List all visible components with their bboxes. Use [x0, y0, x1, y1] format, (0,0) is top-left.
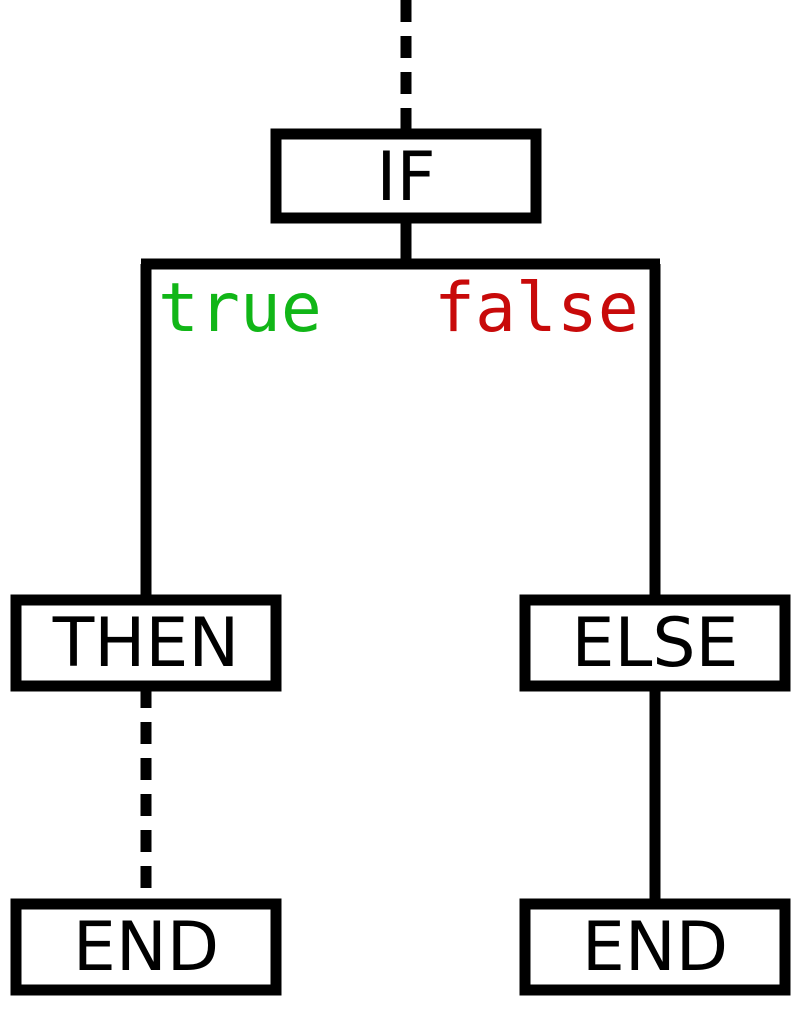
- then-end-node-box: [10, 898, 282, 996]
- else-node-label: ELSE: [572, 604, 739, 683]
- if-node-label: IF: [376, 138, 435, 217]
- else-end-node-box: [519, 898, 791, 996]
- else-node-box: [519, 594, 791, 692]
- true-branch-label: true: [158, 269, 322, 348]
- else-end-node-label: END: [582, 908, 728, 987]
- then-end-node-label: END: [73, 908, 219, 987]
- false-branch-label: false: [434, 269, 639, 348]
- then-node-label: THEN: [52, 604, 240, 683]
